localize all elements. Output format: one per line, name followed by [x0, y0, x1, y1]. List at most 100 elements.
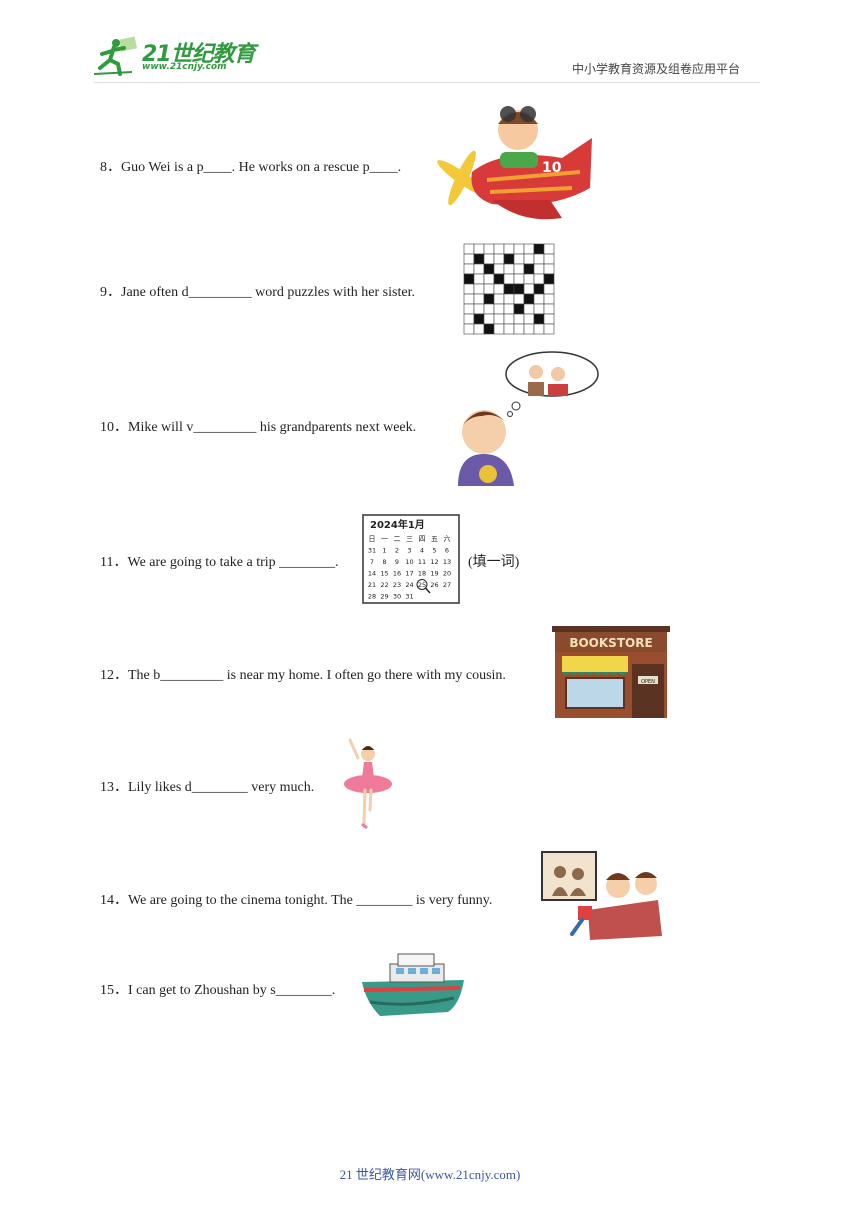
question-number: 11． — [100, 555, 128, 570]
question-14: 14．We are going to the cinema tonight. T… — [100, 893, 493, 908]
crossword-cell — [533, 303, 545, 315]
calendar-day: 4 — [420, 547, 424, 555]
page-footer: 21 世纪教育网(www.21cnjy.com) — [339, 1167, 521, 1182]
crossword-cell — [483, 293, 495, 305]
crossword-cell — [533, 323, 545, 335]
crossword-cell — [503, 273, 515, 285]
crossword-cell — [513, 303, 525, 315]
crossword-cell — [543, 263, 555, 275]
crossword-cell — [513, 293, 525, 305]
calendar-day: 14 — [368, 570, 376, 578]
calendar-day: 15 — [380, 570, 388, 578]
crossword-cell — [493, 293, 505, 305]
crossword-cell — [493, 263, 505, 275]
question-number: 8． — [100, 160, 121, 175]
crossword-cell — [463, 273, 475, 285]
calendar-weekday: 五 — [431, 535, 438, 543]
question-12: 12．The b_________ is near my home. I oft… — [100, 668, 506, 683]
crossword-cell — [533, 273, 545, 285]
crossword-cell — [473, 243, 485, 255]
calendar-day: 5 — [432, 547, 436, 555]
logo-text: 21世纪教育 — [142, 42, 256, 67]
crossword-cell — [473, 293, 485, 305]
calendar-day: 13 — [443, 558, 451, 566]
crossword-cell — [503, 313, 515, 325]
crossword-cell — [543, 253, 555, 265]
crossword-cell — [503, 283, 515, 295]
calendar-day: 24 — [405, 581, 413, 589]
crossword-cell — [493, 283, 505, 295]
crossword-cell — [483, 253, 495, 265]
crossword-cell — [493, 303, 505, 315]
question-number: 13． — [100, 780, 128, 795]
site-logo: 21世纪教育 www.21cnjy.com — [92, 34, 262, 80]
crossword-cell — [473, 323, 485, 335]
question-8: 8．Guo Wei is a p____. He works on a resc… — [100, 160, 402, 175]
crossword-cell — [483, 323, 495, 335]
crossword-cell — [513, 243, 525, 255]
crossword-cell — [543, 313, 555, 325]
crossword-cell — [513, 313, 525, 325]
calendar-day: 27 — [443, 581, 451, 589]
header-divider — [94, 82, 760, 83]
crossword-cell — [503, 243, 515, 255]
crossword-cell — [543, 243, 555, 255]
crossword-cell — [523, 243, 535, 255]
crossword-cell — [463, 263, 475, 275]
crossword-cell — [483, 313, 495, 325]
crossword-cell — [513, 263, 525, 275]
calendar-day: 9 — [395, 558, 399, 566]
crossword-cell — [503, 263, 515, 275]
crossword-cell — [533, 293, 545, 305]
platform-label: 中小学教育资源及组卷应用平台 — [572, 62, 741, 76]
question-number: 10． — [100, 420, 128, 435]
magnifier-handle — [424, 587, 431, 594]
crossword-cell — [483, 273, 495, 285]
crossword-cell — [493, 323, 505, 335]
crossword-cell — [473, 303, 485, 315]
crossword-cell — [543, 283, 555, 295]
calendar-day: 17 — [405, 570, 413, 578]
crossword-cell — [543, 303, 555, 315]
calendar-weekday: 四 — [419, 535, 426, 543]
crossword-cell — [523, 263, 535, 275]
calendar-day: 2 — [395, 547, 399, 555]
crossword-cell — [503, 293, 515, 305]
crossword-cell — [473, 273, 485, 285]
crossword-cell — [463, 243, 475, 255]
calendar-day: 26 — [430, 581, 438, 589]
crossword-cell — [533, 313, 545, 325]
calendar-day: 1 — [382, 547, 386, 555]
question-13: 13．Lily likes d________ very much. — [100, 780, 315, 795]
cinema-audience-icon — [538, 850, 666, 942]
crossword-cell — [463, 323, 475, 335]
crossword-cell — [533, 263, 545, 275]
question-11: 11．We are going to take a trip ________. — [100, 555, 339, 570]
question-9: 9．Jane often d_________ word puzzles wit… — [100, 285, 415, 300]
crossword-cell — [483, 243, 495, 255]
calendar-day: 25 — [418, 581, 426, 589]
calendar-weekday: 三 — [406, 535, 413, 543]
calendar-title: 2024年1月 — [370, 518, 425, 531]
calendar-day: 16 — [393, 570, 401, 578]
calendar-day: 19 — [430, 570, 438, 578]
calendar-day: 12 — [430, 558, 438, 566]
crossword-cell — [473, 283, 485, 295]
crossword-cell — [523, 313, 535, 325]
crossword-cell — [473, 253, 485, 265]
calendar-day: 28 — [368, 593, 376, 601]
question-number: 9． — [100, 285, 121, 300]
crossword-cell — [523, 253, 535, 265]
calendar-day: 22 — [380, 581, 388, 589]
crossword-cell — [543, 293, 555, 305]
question-number: 12． — [100, 668, 128, 683]
crossword-cell — [463, 283, 475, 295]
calendar-day: 20 — [443, 570, 451, 578]
calendar-day: 18 — [418, 570, 426, 578]
calendar-day: 6 — [445, 547, 449, 555]
crossword-cell — [513, 283, 525, 295]
question-10: 10．Mike will v_________ his grandparents… — [100, 420, 417, 435]
calendar-weekday: 二 — [394, 535, 401, 543]
calendar-day: 7 — [370, 558, 374, 566]
crossword-cell — [523, 323, 535, 335]
